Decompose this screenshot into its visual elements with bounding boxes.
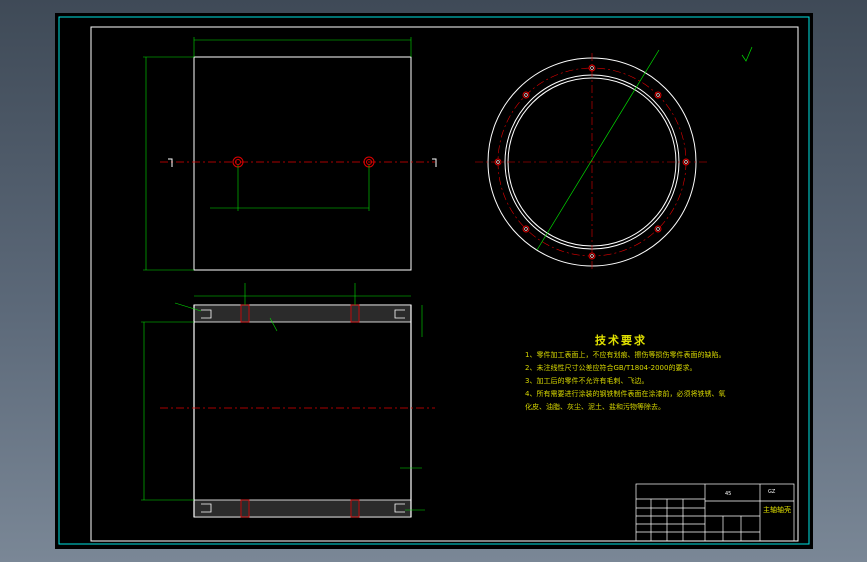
front-view (143, 37, 437, 271)
section-view (141, 283, 435, 518)
title-block (635, 483, 795, 542)
side-view (475, 46, 753, 271)
cad-viewport[interactable]: 技术要求 1、零件加工表面上，不应有划痕、擦伤等损伤零件表面的缺陷。 2、未注线… (55, 13, 813, 549)
technical-requirements-title: 技术要求 (595, 334, 647, 347)
title-block-material: 45 (725, 491, 732, 497)
note-line: 4、所有需要进行涂装的钢铁制件表面在涂漆前，必须将铁锈、氧 (525, 390, 726, 398)
title-block-code: GZ (768, 489, 776, 495)
title-block-part-name: 主轴轴壳 (763, 506, 791, 514)
note-line: 2、未注线性尺寸公差应符合GB/T1804-2000的要求。 (525, 364, 697, 372)
outer-frame (58, 16, 810, 545)
engineering-drawing (58, 16, 810, 545)
note-line: 化皮、油脂、灰尘、泥土、盐和污物等除去。 (525, 403, 665, 411)
note-line: 3、加工后的零件不允许有毛刺、飞边。 (525, 377, 649, 385)
note-line: 1、零件加工表面上，不应有划痕、擦伤等损伤零件表面的缺陷。 (525, 351, 726, 359)
technical-requirements-notes: 1、零件加工表面上，不应有划痕、擦伤等损伤零件表面的缺陷。 2、未注线性尺寸公差… (525, 349, 755, 414)
inner-frame (90, 26, 799, 542)
